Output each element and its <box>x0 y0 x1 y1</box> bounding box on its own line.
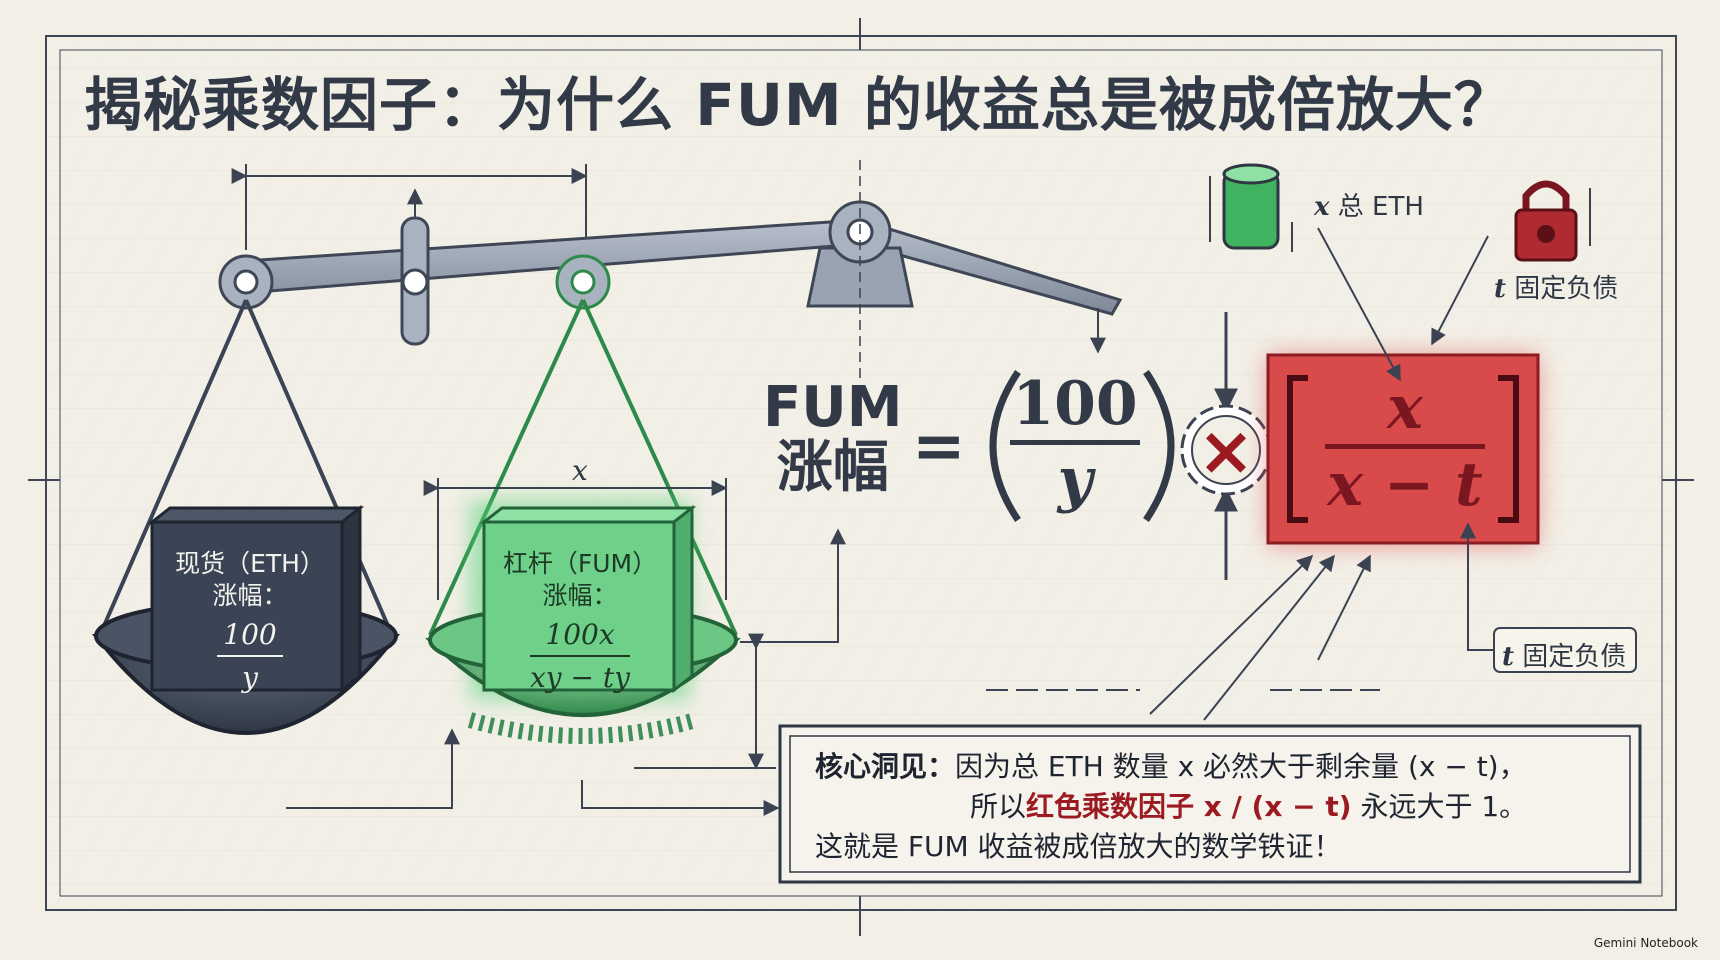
x-dimension-line <box>423 478 728 600</box>
x-dimension-label: x <box>572 454 588 487</box>
leverage-denominator: xy − ty <box>530 661 630 694</box>
t-tag-description: 固定负债 <box>1522 642 1627 672</box>
insight-highlight: 红色乘数因子 x / (x − t) <box>1026 790 1352 823</box>
factor-fraction: x x − t <box>1325 372 1485 521</box>
multiply-gear <box>1180 312 1272 580</box>
eth-beaker-icon <box>1209 163 1293 252</box>
x-variable: x <box>1314 192 1330 222</box>
spot-box-subtitle: 涨幅： <box>212 581 288 610</box>
blueprint-frame <box>28 18 1694 936</box>
leverage-box <box>482 520 676 692</box>
insight-text: 核心洞见：因为总 ETH 数量 x 必然大于剩余量 (x − t)， 所以红色乘… <box>815 747 1605 867</box>
insight-line2-pre: 所以 <box>970 790 1027 823</box>
connector-lines <box>286 528 1380 816</box>
balance-beam <box>218 160 1123 380</box>
equation-lhs-gain: 涨幅 <box>776 435 889 500</box>
t-description: 固定负债 <box>1514 274 1619 304</box>
gemini-notebook-badge: Gemini Notebook <box>1593 936 1698 950</box>
equals-sign: = <box>912 410 966 484</box>
insight-line-3: 这就是 FUM 收益被成倍放大的数学铁证！ <box>815 830 1342 863</box>
leverage-pan <box>425 299 741 744</box>
t-tag-variable: t <box>1502 642 1515 672</box>
multiply-sign: × <box>1198 412 1255 491</box>
leverage-box-label: 杠杆（FUM） 涨幅： 100x xy − ty <box>480 548 680 694</box>
x-description: 总 ETH <box>1337 192 1424 222</box>
factor-denominator: x − t <box>1327 450 1483 520</box>
base-numerator: 100 <box>1010 368 1140 445</box>
insight-box <box>778 724 1642 884</box>
leverage-box-subtitle: 涨幅： <box>542 581 618 610</box>
base-parentheses <box>989 370 1175 522</box>
t-variable: t <box>1494 274 1507 304</box>
spot-box-label: 现货（ETH） 涨幅： 100 y <box>150 548 350 694</box>
lock-icon <box>1514 180 1591 262</box>
equation-lhs: FUM 涨幅 <box>763 378 902 498</box>
base-fraction: 100 y <box>1010 368 1140 515</box>
spot-box-title: 现货（ETH） <box>175 549 325 578</box>
leverage-box-title: 杠杆（FUM） <box>502 549 658 578</box>
spot-pan <box>91 299 401 735</box>
t-liability-annotation: t 固定负债 <box>1494 268 1618 305</box>
insight-line-1: 核心洞见：因为总 ETH 数量 x 必然大于剩余量 (x − t)， <box>815 747 1605 787</box>
spot-numerator: 100 <box>217 618 283 657</box>
insight-label: 核心洞见： <box>815 750 956 783</box>
t-liability-tag-label: t 固定负债 <box>1502 636 1626 673</box>
insight-line2-post: 永远大于 1。 <box>1351 790 1528 823</box>
x-total-eth-annotation: x 总 ETH <box>1314 186 1424 223</box>
insight-line-2: 所以红色乘数因子 x / (x − t) 永远大于 1。 <box>815 787 1605 827</box>
page-title: 揭秘乘数因子：为什么 FUM 的收益总是被成倍放大？ <box>84 71 1513 139</box>
factor-box <box>1266 353 1540 545</box>
insight-line1-rest: 因为总 ETH 数量 x 必然大于剩余量 (x − t)， <box>955 750 1527 783</box>
factor-numerator: x <box>1325 372 1485 449</box>
annotation-arrows <box>1149 227 1498 721</box>
leverage-numerator: 100x <box>530 618 630 657</box>
leverage-fraction: 100x xy − ty <box>530 618 630 694</box>
t-liability-tag <box>1493 627 1637 673</box>
base-denominator: y <box>1057 445 1093 515</box>
spot-denominator: y <box>242 661 258 694</box>
spot-fraction: 100 y <box>217 618 283 694</box>
spot-box <box>150 520 344 692</box>
equation-lhs-fum: FUM <box>763 375 903 440</box>
